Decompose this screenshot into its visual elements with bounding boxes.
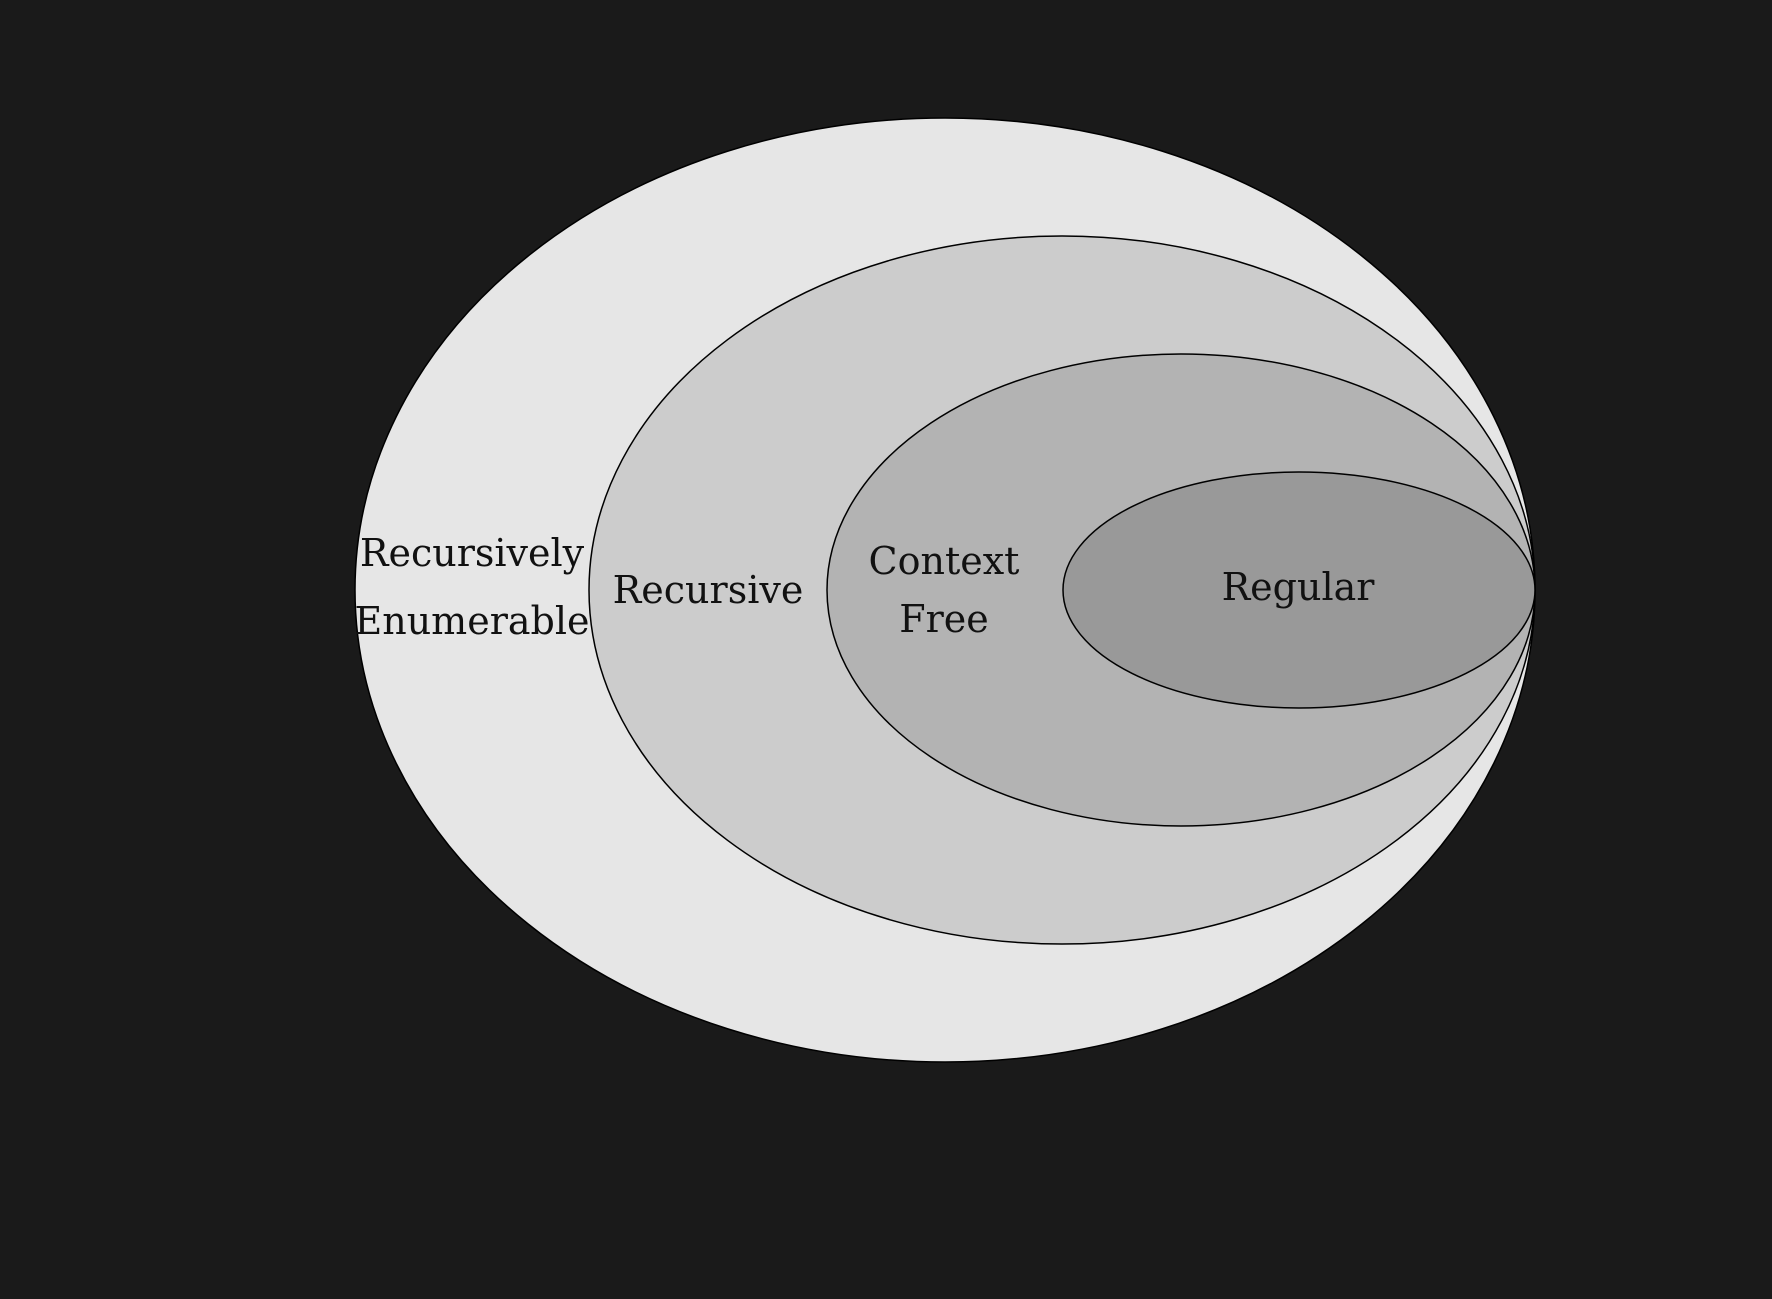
recursively-enumerable-label-line2: Enumerable [355,599,590,643]
regular-set [1062,471,1536,709]
context-free-label-line2: Free [899,597,989,641]
recursively-enumerable-label-line1: Recursively [360,531,585,575]
context-free-label-line1: Context [869,539,1020,583]
recursive-label: Recursive [613,568,804,612]
regular-label: Regular [1222,565,1376,609]
